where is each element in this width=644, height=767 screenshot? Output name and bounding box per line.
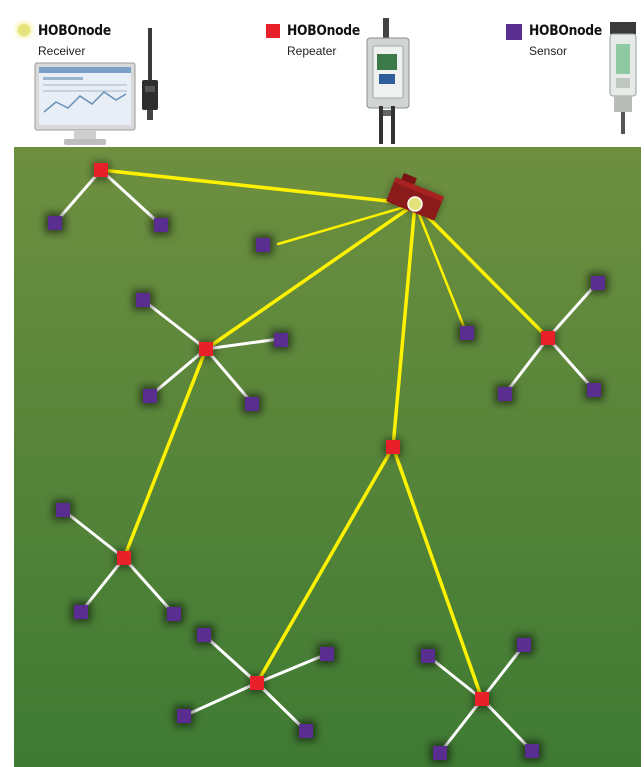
network-diagram: [14, 147, 641, 767]
sensor-probe-icon: [609, 22, 637, 134]
receiver-swatch-icon: [18, 24, 30, 36]
link-r5-s10: [61, 508, 126, 560]
network-field: [14, 147, 641, 767]
link-receiver-repeater-3: [391, 202, 417, 449]
sensor-node: [253, 235, 273, 255]
sensor-node: [45, 213, 65, 233]
link-repeater-3-repeater-7: [391, 445, 484, 701]
link-r2-s4: [204, 337, 281, 351]
sensor-node: [242, 394, 262, 414]
receiver-node: [386, 172, 444, 221]
sensor-swatch-icon: [506, 24, 522, 40]
sensor-node: [430, 743, 450, 763]
link-repeater-2-repeater-5: [122, 347, 208, 560]
legend-repeater-label: Repeater: [287, 44, 337, 58]
repeater-nodes: [92, 162, 557, 709]
repeater-swatch-icon: [266, 24, 280, 38]
legend-repeater: HOBOnode Repeater: [255, 0, 455, 147]
sensor-node: [271, 330, 291, 350]
link-r6-s14: [255, 652, 329, 685]
link-receiver-repeater-2: [204, 202, 417, 351]
sensor-node: [514, 635, 534, 655]
repeater-node: [248, 675, 266, 693]
sensor-node: [522, 741, 542, 761]
link-r2-s3: [141, 298, 208, 351]
sensor-node: [495, 384, 515, 404]
sensor-nodes: [45, 213, 608, 763]
sensor-node: [151, 215, 171, 235]
antenna-receiver-icon: [142, 28, 158, 120]
repeater-node: [92, 162, 110, 180]
link-r6-s15: [182, 681, 259, 718]
link-receiver-sensor-2: [413, 202, 468, 334]
sensor-node: [317, 644, 337, 664]
sensor-node: [457, 323, 477, 343]
sensor-node: [71, 602, 91, 622]
repeater-node: [473, 691, 491, 709]
legend-sensor-label: Sensor: [529, 44, 568, 58]
sensor-node: [194, 625, 214, 645]
legend-receiver-label: Receiver: [38, 44, 86, 58]
repeater-node: [384, 439, 402, 457]
repeater-node: [539, 330, 557, 348]
legend-bar: HOBOnode Receiver HOBOnode Repeater: [0, 0, 644, 147]
sensor-node: [588, 273, 608, 293]
field-background: [14, 147, 641, 767]
sensor-node: [140, 386, 160, 406]
sensor-node: [584, 380, 604, 400]
legend-sensor-title: HOBOnode: [529, 23, 602, 39]
sensor-node: [296, 721, 316, 741]
repeater-node: [197, 341, 215, 359]
sensor-node: [133, 290, 153, 310]
legend-receiver: HOBOnode Receiver: [0, 0, 200, 147]
link-repeater-3-repeater-6: [255, 445, 395, 685]
sensor-node: [53, 500, 73, 520]
sensor-node: [174, 706, 194, 726]
legend-sensor: HOBOnode Sensor: [490, 0, 644, 147]
repeater-enclosure-icon: [366, 18, 410, 144]
link-receiver-sensor-1: [276, 202, 417, 246]
receiver-dot-icon: [407, 196, 423, 212]
receiver-links: [99, 168, 550, 701]
computer-monitor-icon: [34, 62, 136, 145]
sensor-node: [164, 604, 184, 624]
link-receiver-repeater-1: [99, 168, 417, 206]
link-receiver-repeater-4: [413, 202, 550, 340]
sensor-node: [418, 646, 438, 666]
legend-repeater-title: HOBOnode: [287, 23, 360, 39]
legend-receiver-title: HOBOnode: [38, 23, 111, 39]
repeater-node: [115, 550, 133, 568]
